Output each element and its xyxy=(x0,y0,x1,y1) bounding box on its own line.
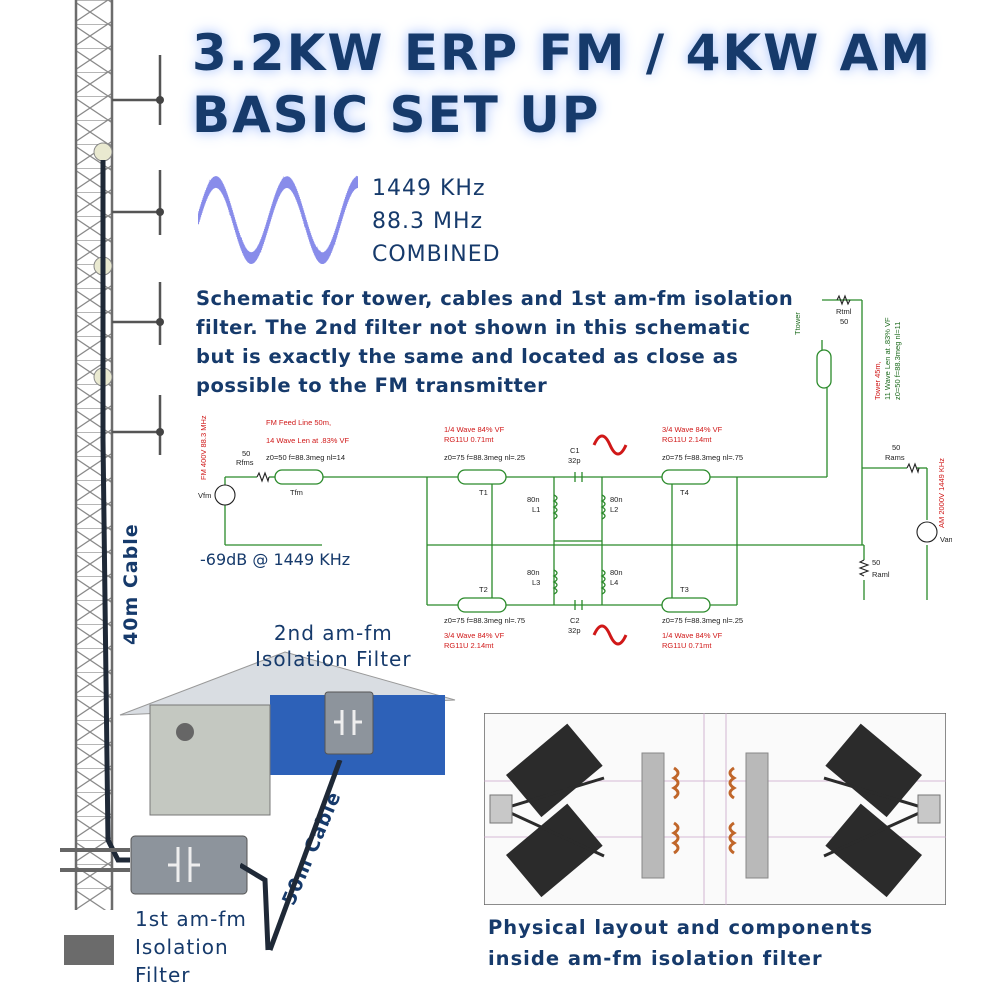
caption-line-2: inside am-fm isolation filter xyxy=(488,947,823,970)
fm-frequency: 88.3 MHz xyxy=(372,209,484,234)
attenuation-label: -69dB @ 1449 KHz xyxy=(200,550,351,569)
t4-desc-2: RG11U 2.14mt xyxy=(662,435,712,444)
t2-label: T2 xyxy=(479,585,488,594)
t3-desc-2: RG11U 0.71mt xyxy=(662,641,712,650)
c1-value: 32p xyxy=(568,456,581,465)
physical-layout-caption: Physical layout and components inside am… xyxy=(488,912,873,974)
first-filter-label-2: Isolation xyxy=(135,935,229,959)
title-line-2: BASIC SET UP xyxy=(192,86,601,144)
house-illustration xyxy=(119,651,456,816)
t3-params: z0=75 f=88.3meg nl=.25 xyxy=(662,616,743,625)
fm-feed-line-label: FM Feed Line 50m, xyxy=(266,418,331,427)
first-filter-label-3: Filter xyxy=(135,963,191,987)
l3-value: 80n xyxy=(527,568,540,577)
first-filter-label-1: 1st am-fm xyxy=(135,907,247,931)
l1-label: L1 xyxy=(532,505,540,514)
rtml-value: 50 xyxy=(840,317,848,326)
signal-list: 1449 KHz 88.3 MHz COMBINED xyxy=(372,172,501,271)
fm-feed-length-label: 14 Wave Len at .83% VF xyxy=(266,436,350,445)
vam-label: Vam xyxy=(940,535,952,544)
c1-label: C1 xyxy=(570,446,580,455)
first-filter-box xyxy=(130,835,248,895)
l3-label: L3 xyxy=(532,578,540,587)
second-filter-label-2: Isolation Filter xyxy=(255,647,412,671)
fm-source-label: FM 400V 88.3 MHz xyxy=(199,415,208,480)
rams-value: 50 xyxy=(892,443,900,452)
combined-label: COMBINED xyxy=(372,242,501,267)
ttower-label: Ttower xyxy=(793,312,802,335)
t2-params: z0=75 f=88.3meg nl=.75 xyxy=(444,616,525,625)
t1-label: T1 xyxy=(479,488,488,497)
isolation-filter-schematic: FM 400V 88.3 MHz Vfm 50 Rfms FM Feed Lin… xyxy=(198,294,952,650)
tfm-params: z0=50 f=88.3meg nl=14 xyxy=(266,453,345,462)
rfm-label: Rfms xyxy=(236,458,254,467)
physical-layout-image xyxy=(484,713,946,905)
tower-desc-1: Tower 45m, xyxy=(873,361,882,400)
title-line-1: 3.2KW ERP FM / 4KW AM xyxy=(192,24,933,82)
second-filter-label: 2nd am-fm Isolation Filter xyxy=(255,620,412,672)
caption-line-1: Physical layout and components xyxy=(488,916,874,939)
rtml-label: Rtml xyxy=(836,307,852,316)
tfm-label: Tfm xyxy=(290,488,303,497)
vfm-label: Vfm xyxy=(198,491,211,500)
schematic-description: Schematic for tower, cables and 1st am-f… xyxy=(196,287,794,397)
t4-label: T4 xyxy=(680,488,689,497)
second-filter-label-1: 2nd am-fm xyxy=(273,621,393,645)
tower-desc-2: 11 Wave Len at .83% VF xyxy=(883,317,892,400)
l2-label: L2 xyxy=(610,505,618,514)
am-source-label: AM 2000V 1449 KHz xyxy=(937,458,946,528)
t2-desc-1: 3/4 Wave 84% VF xyxy=(444,631,505,640)
combined-waveform xyxy=(198,175,358,264)
filter-cables xyxy=(240,760,343,951)
l4-value: 80n xyxy=(610,568,623,577)
t3-label: T3 xyxy=(680,585,689,594)
l4-label: L4 xyxy=(610,578,618,587)
t1-desc-1: 1/4 Wave 84% VF xyxy=(444,425,505,434)
raml-label: Raml xyxy=(872,570,890,579)
cable-40m-label: 40m Cable xyxy=(120,523,142,645)
tower-illustration xyxy=(60,0,164,965)
t4-desc-1: 3/4 Wave 84% VF xyxy=(662,425,723,434)
l2-value: 80n xyxy=(610,495,623,504)
t3-desc-1: 1/4 Wave 84% VF xyxy=(662,631,723,640)
l1-value: 80n xyxy=(527,495,540,504)
t1-desc-2: RG11U 0.71mt xyxy=(444,435,494,444)
tower-desc-3: z0=50 f=88.3meg nl=11 xyxy=(893,322,902,400)
rfm-value: 50 xyxy=(242,449,250,458)
page-title: 3.2KW ERP FM / 4KW AM BASIC SET UP xyxy=(192,22,972,146)
raml-value: 50 xyxy=(872,558,880,567)
rams-label: Rams xyxy=(885,453,905,462)
c2-value: 32p xyxy=(568,626,581,635)
t4-params: z0=75 f=88.3meg nl=.75 xyxy=(662,453,743,462)
first-filter-label: 1st am-fm Isolation Filter xyxy=(135,905,247,989)
t1-params: z0=75 f=88.3meg nl=.25 xyxy=(444,453,525,462)
am-frequency: 1449 KHz xyxy=(372,176,486,201)
c2-label: C2 xyxy=(570,616,580,625)
t2-desc-2: RG11U 2.14mt xyxy=(444,641,494,650)
